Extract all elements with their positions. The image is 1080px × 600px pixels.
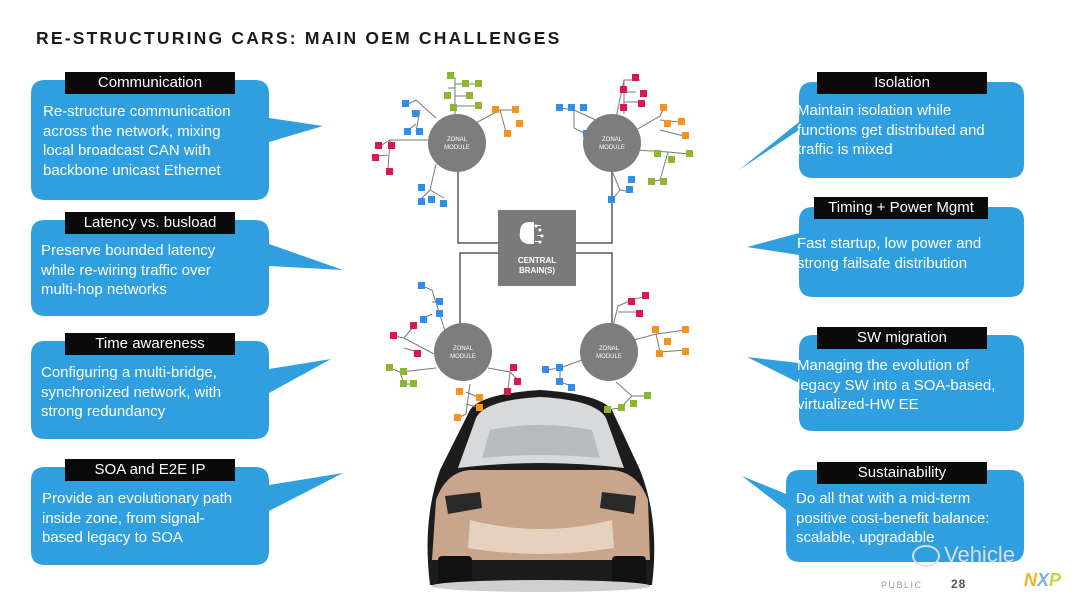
callout-sw-migration: SW migration Managing the evolution of l…: [745, 327, 1025, 433]
watermark: Vehicle: [912, 542, 1015, 568]
callout-time-awareness: Time awareness Configuring a multi-bridg…: [31, 333, 341, 441]
callout-label: SW migration: [817, 327, 987, 349]
chat-bubble-icon: [912, 545, 940, 568]
nxp-logo: NXP: [1024, 570, 1062, 590]
callout-text: Fast startup, low power and strong fails…: [797, 235, 982, 272]
speech-bubble-shape: [31, 220, 343, 316]
speech-bubble-shape: [747, 207, 1024, 297]
brain-chip-icon: [519, 222, 544, 244]
ecu-nodes: [372, 72, 693, 421]
callout-label: Communication: [65, 72, 235, 94]
callout-label: SOA and E2E IP: [65, 459, 235, 481]
callout-latency: Latency vs. busload Preserve bounded lat…: [31, 212, 351, 318]
callout-label: Isolation: [817, 72, 987, 94]
callout-sustainability: Sustainability Do all that with a mid-te…: [740, 462, 1025, 564]
svg-text:MODULE: MODULE: [596, 354, 622, 360]
callout-label: Time awareness: [65, 333, 235, 355]
callout-text: Do all that with a mid-term positive cos…: [796, 490, 990, 546]
svg-text:ZONAL: ZONAL: [453, 346, 474, 352]
speech-bubble-shape: [739, 82, 1024, 178]
zonal-module-3: ZONAL MODULE: [434, 323, 492, 381]
speech-bubble-shape: [31, 80, 323, 200]
callout-label: Sustainability: [817, 462, 987, 484]
callout-soa: SOA and E2E IP Provide an evolutionary p…: [31, 459, 351, 567]
car-illustration: [427, 390, 655, 592]
backbone-links: [457, 172, 613, 330]
speech-bubble-shape: [742, 470, 1024, 562]
speech-bubble-shape: [31, 341, 331, 439]
svg-text:ZONAL: ZONAL: [447, 137, 468, 143]
callout-text: Re-structure communication across the ne…: [43, 103, 231, 179]
classification-label: PUBLIC: [881, 580, 923, 590]
svg-text:ZONAL: ZONAL: [602, 137, 623, 143]
callout-communication: Communication Re-structure communication…: [31, 72, 331, 202]
callout-text: Maintain isolation while functions get d…: [797, 102, 985, 158]
svg-text:MODULE: MODULE: [450, 354, 476, 360]
callout-timing-power: Timing + Power Mgmt Fast startup, low po…: [745, 197, 1025, 299]
callout-label: Timing + Power Mgmt: [814, 197, 988, 219]
svg-text:ZONAL: ZONAL: [599, 346, 620, 352]
zonal-module-4: ZONAL MODULE: [580, 323, 638, 381]
zonal-module-2: ZONAL MODULE: [583, 114, 641, 172]
central-brain: CENTRAL BRAIN(S): [498, 210, 576, 286]
speech-bubble-shape: [31, 467, 343, 565]
svg-text:CENTRAL: CENTRAL: [518, 256, 556, 265]
svg-text:MODULE: MODULE: [599, 145, 625, 151]
callout-label: Latency vs. busload: [65, 212, 235, 234]
svg-text:MODULE: MODULE: [444, 145, 470, 151]
callout-isolation: Isolation Maintain isolation while funct…: [735, 72, 1025, 180]
callout-text: Provide an evolutionary path inside zone…: [42, 490, 233, 546]
page-title: RE-STRUCTURING CARS: MAIN OEM CHALLENGES: [36, 28, 562, 48]
page-number: 28: [951, 577, 967, 591]
speech-bubble-shape: [747, 335, 1024, 431]
callout-text: Configuring a multi-bridge, synchronized…: [41, 364, 222, 420]
svg-text:BRAIN(S): BRAIN(S): [519, 266, 555, 275]
callout-text: Preserve bounded latency while re-wiring…: [41, 242, 216, 298]
zonal-module-1: ZONAL MODULE: [428, 114, 486, 172]
callout-text: Managing the evolution of legacy SW into…: [797, 357, 996, 413]
